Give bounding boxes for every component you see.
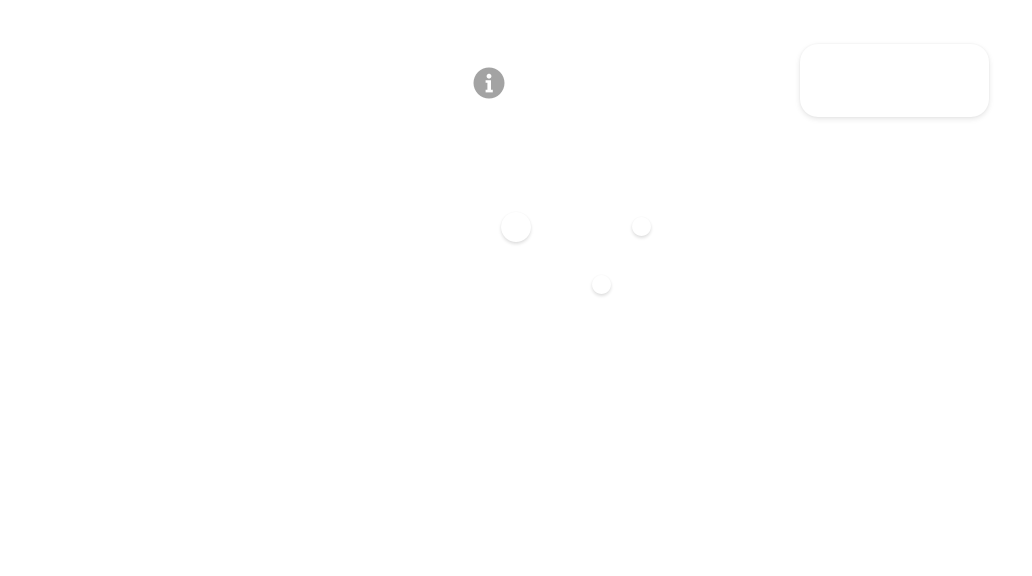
loading-dot	[501, 212, 531, 242]
loading-dot	[592, 275, 611, 294]
info-icon[interactable]	[473, 67, 505, 99]
floating-panel	[800, 44, 989, 117]
loading-dot	[632, 217, 651, 236]
